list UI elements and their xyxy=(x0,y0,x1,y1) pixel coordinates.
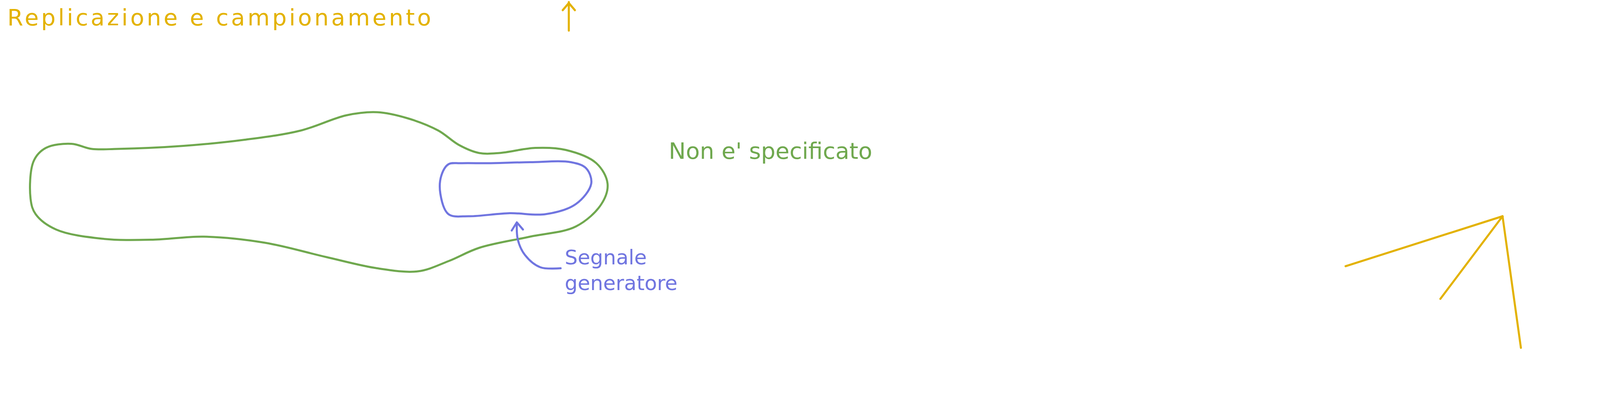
outer-region xyxy=(30,112,608,272)
sketch-arrow xyxy=(1440,216,1503,299)
title: Replicazione e campionamento xyxy=(7,3,434,32)
up-arrow xyxy=(567,2,571,31)
up-arrowhead xyxy=(562,3,575,11)
note-label: Non e' specificato xyxy=(668,136,873,166)
sketch-arrow xyxy=(1345,216,1503,267)
generator-region xyxy=(439,161,592,217)
leader-arrowhead xyxy=(511,222,524,231)
sketch-arrow xyxy=(1502,216,1521,348)
callout-label: Segnale generatore xyxy=(564,244,704,296)
